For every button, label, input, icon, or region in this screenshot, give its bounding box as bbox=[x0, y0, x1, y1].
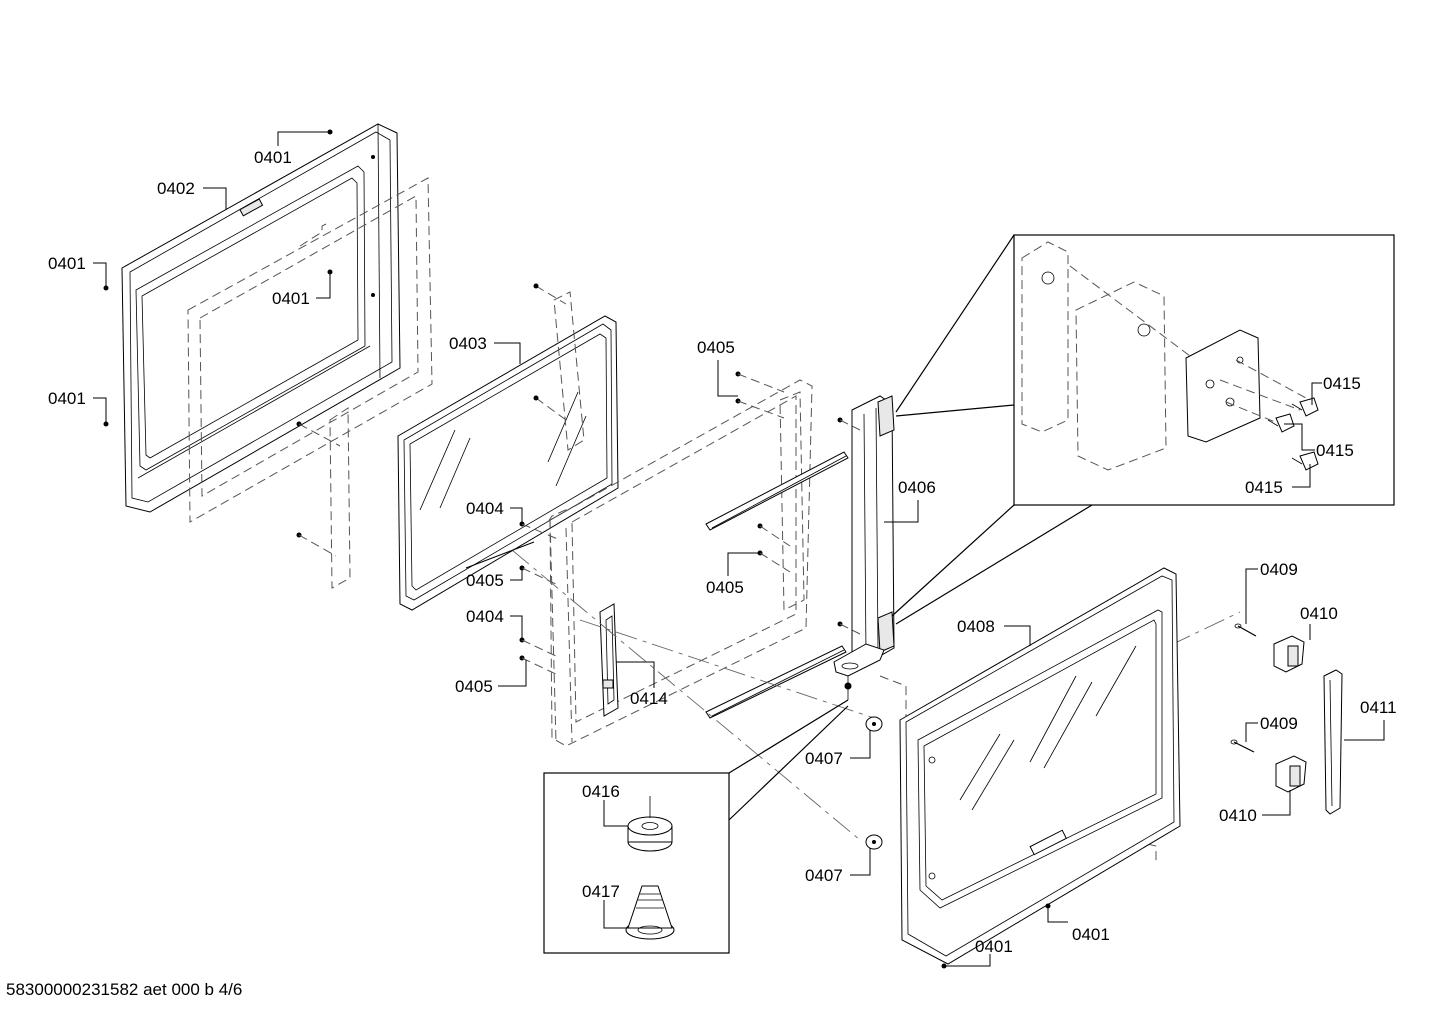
part-label: 0405 bbox=[697, 338, 735, 357]
part-label: 0410 bbox=[1300, 604, 1338, 623]
label-0415-top: 0415 bbox=[1311, 374, 1361, 405]
label-0415-mid: 0415 bbox=[1284, 423, 1354, 460]
part-label: 0401 bbox=[48, 389, 86, 408]
door-handle bbox=[1323, 669, 1343, 815]
label-0407-upper: 0407 bbox=[805, 730, 871, 768]
label-0415-bottom: 0415 bbox=[1245, 464, 1311, 497]
label-0410-bottom: 0410 bbox=[1219, 790, 1291, 825]
part-label: 0404 bbox=[466, 499, 504, 518]
part-label: 0401 bbox=[48, 254, 86, 273]
label-0402: 0402 bbox=[157, 179, 227, 210]
label-0409-bottom: 0409 bbox=[1245, 714, 1298, 742]
detail-box-roller bbox=[543, 699, 849, 954]
part-label: 0401 bbox=[1072, 925, 1110, 944]
part-label: 0405 bbox=[706, 578, 744, 597]
slide-rails bbox=[705, 451, 849, 719]
part-label: 0408 bbox=[957, 617, 995, 636]
label-0417: 0417 bbox=[582, 882, 628, 929]
part-label: 0405 bbox=[466, 571, 504, 590]
label-0403: 0403 bbox=[449, 334, 521, 364]
screw-0415-b bbox=[1267, 413, 1295, 433]
label-0404-upper: 0404 bbox=[466, 499, 523, 524]
label-0401-inner: 0401 bbox=[272, 269, 333, 308]
label-0416: 0416 bbox=[582, 782, 628, 827]
glass-retainer-strip bbox=[533, 283, 585, 451]
part-label: 0403 bbox=[449, 334, 487, 353]
front-door-glass bbox=[899, 567, 1181, 965]
part-label: 0407 bbox=[805, 866, 843, 885]
label-0409-top: 0409 bbox=[1245, 560, 1298, 624]
label-0408: 0408 bbox=[957, 617, 1031, 646]
part-label: 0405 bbox=[455, 677, 493, 696]
part-label: 0415 bbox=[1245, 478, 1283, 497]
bushing-0417 bbox=[625, 885, 675, 940]
label-0401-bottom: 0401 bbox=[941, 937, 1013, 969]
part-label: 0411 bbox=[1360, 698, 1397, 717]
part-label: 0410 bbox=[1219, 806, 1257, 825]
screw-0415-c bbox=[1291, 451, 1319, 471]
part-label: 0404 bbox=[466, 607, 504, 626]
carrier-screws bbox=[519, 371, 861, 677]
inner-door-frame bbox=[187, 177, 433, 523]
outer-door-frame bbox=[121, 123, 401, 513]
label-0410-top: 0410 bbox=[1300, 604, 1338, 640]
label-0407-lower: 0407 bbox=[805, 848, 871, 885]
label-0401-left-bottom: 0401 bbox=[48, 389, 109, 427]
part-label: 0407 bbox=[805, 749, 843, 768]
label-0405-mid: 0405 bbox=[465, 541, 535, 590]
label-0401-left-top: 0401 bbox=[48, 254, 109, 291]
part-label: 0401 bbox=[254, 148, 292, 167]
door-latch bbox=[599, 603, 619, 717]
part-label: 0414 bbox=[630, 689, 668, 708]
label-0405-right: 0405 bbox=[706, 552, 760, 597]
label-0405-top: 0405 bbox=[697, 338, 738, 397]
label-0406: 0406 bbox=[884, 478, 936, 523]
part-label: 0409 bbox=[1260, 714, 1298, 733]
part-label: 0409 bbox=[1260, 560, 1298, 579]
spacers bbox=[865, 716, 883, 850]
roller-0416 bbox=[627, 796, 673, 852]
label-0405-bottom: 0405 bbox=[455, 660, 527, 696]
part-label: 0406 bbox=[898, 478, 936, 497]
door-hinge bbox=[833, 395, 895, 700]
document-code: 58300000231582 aet 000 b 4/6 bbox=[6, 980, 243, 999]
part-label: 0415 bbox=[1316, 441, 1354, 460]
part-label: 0401 bbox=[975, 937, 1013, 956]
handle-caps-and-pins bbox=[1230, 623, 1307, 793]
part-label: 0402 bbox=[157, 179, 195, 198]
screw-0415-a bbox=[1291, 397, 1319, 417]
left-side-strip bbox=[329, 407, 351, 589]
label-0404-lower: 0404 bbox=[466, 607, 523, 640]
label-0401-top: 0401 bbox=[254, 129, 333, 167]
detail-box-hinge bbox=[891, 234, 1395, 625]
frame-screws bbox=[296, 155, 375, 557]
glass-panel bbox=[397, 315, 619, 611]
part-label: 0416 bbox=[582, 782, 620, 801]
label-0414: 0414 bbox=[616, 661, 668, 708]
part-label: 0401 bbox=[272, 289, 310, 308]
part-label: 0415 bbox=[1323, 374, 1361, 393]
label-0411: 0411 bbox=[1344, 698, 1397, 741]
part-label: 0417 bbox=[582, 882, 620, 901]
door-carrier-frame bbox=[547, 379, 813, 747]
label-0401-bottom-right: 0401 bbox=[1045, 903, 1110, 944]
